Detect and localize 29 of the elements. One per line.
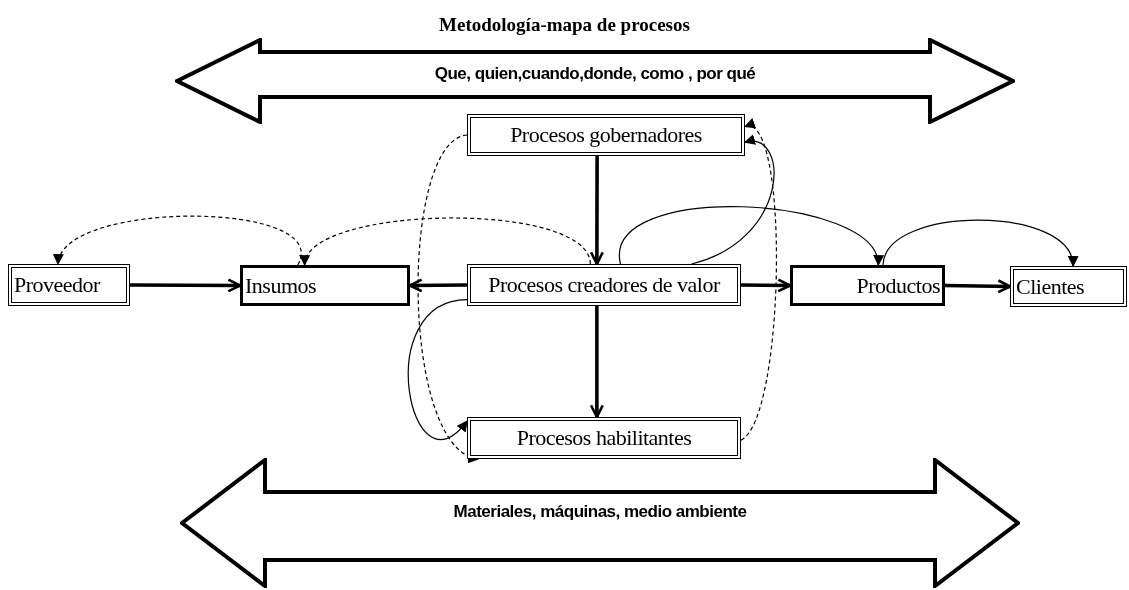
box-label: Insumos <box>245 272 317 299</box>
process-box <box>1010 266 1127 307</box>
arrow <box>944 279 1012 294</box>
process-box <box>467 264 741 306</box>
box-label: Productos <box>856 272 940 299</box>
box-label: Procesos gobernadores <box>510 122 702 148</box>
arrow-label: Materiales, máquinas, medio ambiente <box>453 502 747 521</box>
arrow <box>130 278 242 293</box>
arrow-label: Que, quien,cuando,donde, como , por qué <box>434 64 756 83</box>
curved-arrow <box>882 219 1076 268</box>
curved-arrow <box>417 134 479 460</box>
process-box <box>467 114 745 156</box>
box-label: Clientes <box>1016 273 1085 300</box>
curved-arrow <box>56 215 302 266</box>
box-label: Proveedor <box>14 272 100 298</box>
diagram-title: Metodología-mapa de procesos <box>439 14 690 36</box>
process-box <box>790 265 945 306</box>
curved-arrow <box>407 299 468 441</box>
process-box <box>8 264 130 306</box>
double-block-arrow <box>175 38 1015 124</box>
arrow <box>589 156 604 266</box>
arrow <box>589 306 604 419</box>
box-label: Procesos habilitantes <box>516 425 692 451</box>
box-label: Procesos creadores de valor <box>488 272 720 298</box>
process-box <box>240 265 410 306</box>
curved-arrow <box>619 206 881 267</box>
double-block-arrow <box>180 458 1020 588</box>
arrow <box>408 278 467 293</box>
process-box <box>467 417 741 459</box>
